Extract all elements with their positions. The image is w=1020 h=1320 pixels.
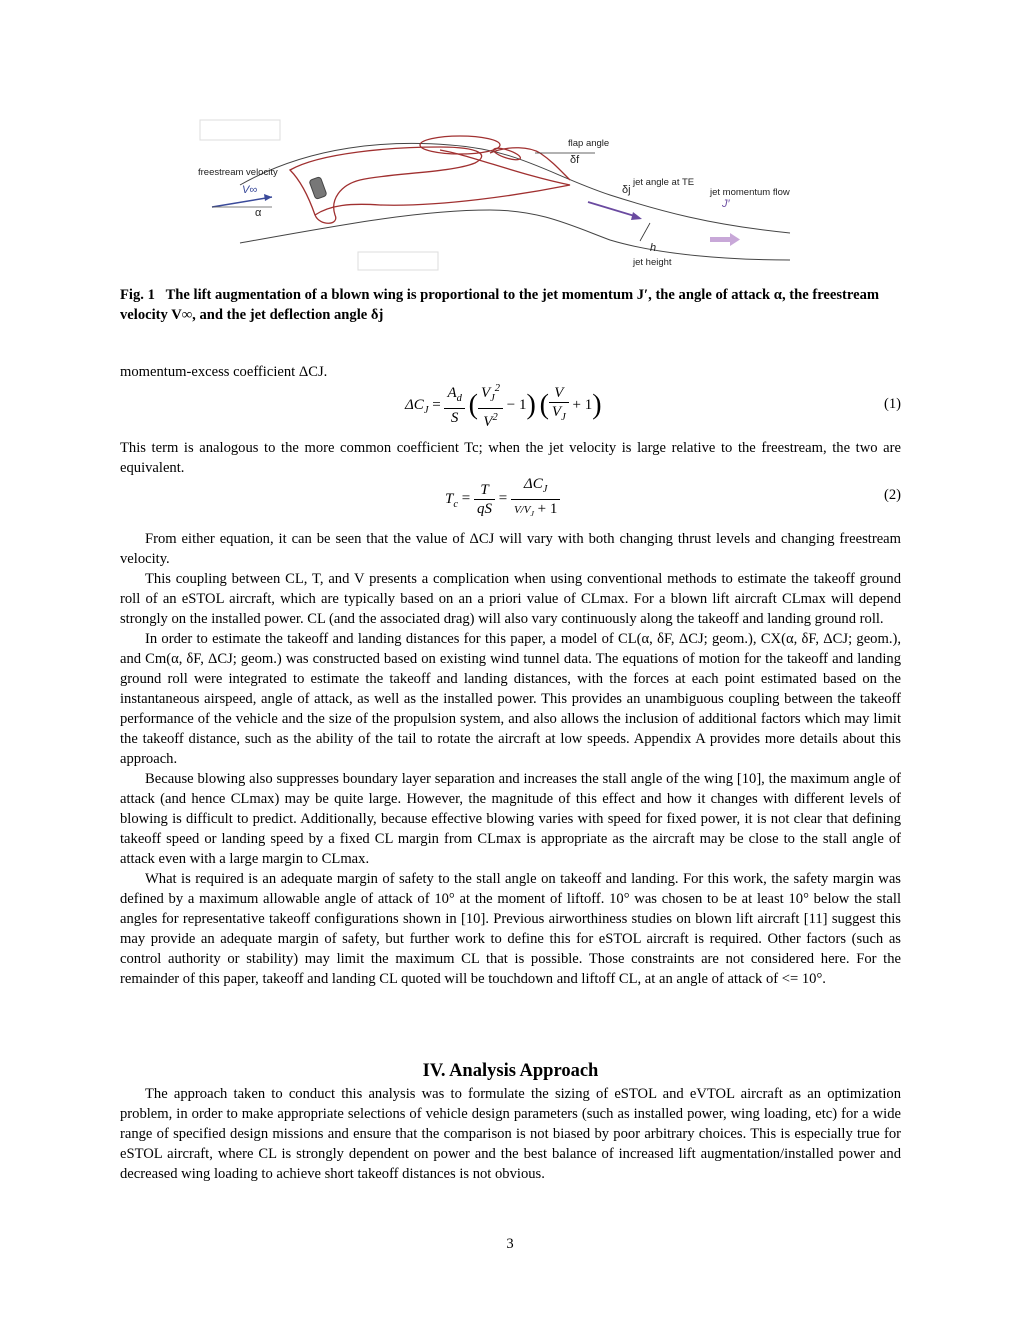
nacelle-outline bbox=[288, 146, 483, 224]
section-heading: IV. Analysis Approach bbox=[422, 1061, 599, 1081]
delta-j-label: δj bbox=[622, 184, 631, 196]
alpha-label: α bbox=[255, 207, 262, 219]
h-label: h bbox=[650, 242, 656, 254]
jet-height-marker bbox=[639, 222, 651, 242]
paragraph-3: This coupling between CL, T, and V prese… bbox=[120, 571, 901, 627]
blank-box-bottom bbox=[357, 251, 439, 271]
jet-momentum-flow-label: jet momentum flow bbox=[709, 187, 790, 198]
jet-arrowhead bbox=[631, 212, 642, 220]
freestream-vector bbox=[211, 196, 273, 208]
blown-wing-diagram: freestream velocity V∞ α flap angle δf j… bbox=[198, 119, 791, 271]
j-prime-label: J′ bbox=[721, 198, 731, 210]
flow-arrow-shaft bbox=[710, 237, 730, 242]
wing-leading-edge bbox=[419, 135, 501, 155]
freestream-velocity-label: freestream velocity bbox=[198, 167, 278, 178]
paragraph-1: This term is analogous to the more commo… bbox=[120, 440, 901, 476]
section-iv-body: The approach taken to conduct this analy… bbox=[120, 1084, 901, 1184]
flow-arrowhead bbox=[730, 233, 740, 246]
lower-streamline bbox=[239, 209, 791, 261]
delta-f-label: δf bbox=[570, 154, 580, 166]
jet-angle-label: jet angle at TE bbox=[632, 177, 694, 188]
equation-1-number: (1) bbox=[883, 396, 901, 412]
blank-box-top bbox=[199, 119, 281, 141]
paragraph-6: What is required is an adequate margin o… bbox=[120, 871, 901, 987]
propeller-hub bbox=[309, 176, 327, 200]
upper-streamline bbox=[239, 142, 791, 234]
caption-text: The lift augmentation of a blown wing is… bbox=[120, 287, 880, 323]
v-inf-label: V∞ bbox=[242, 184, 257, 196]
paragraph-5: Because blowing also suppresses boundary… bbox=[120, 771, 901, 867]
figure-label: Fig. 1 bbox=[120, 287, 155, 303]
paragraph-0: momentum-excess coefficient ΔCJ. bbox=[120, 364, 328, 380]
flap-angle-label: flap angle bbox=[568, 138, 609, 149]
wing-outline bbox=[314, 149, 571, 216]
freestream-arrowhead bbox=[264, 194, 272, 201]
page-number: 3 bbox=[506, 1236, 514, 1252]
jet-height-label: jet height bbox=[632, 257, 672, 268]
paragraph-2: From either equation, it can be seen tha… bbox=[120, 531, 901, 567]
blown-wing-figure: freestream velocity V∞ α flap angle δf j… bbox=[190, 115, 830, 275]
equation-2-number: (2) bbox=[883, 487, 901, 503]
flap-element bbox=[492, 147, 522, 161]
figure-caption: Fig. 1 The lift augmentation of a blown … bbox=[120, 285, 901, 325]
paragraph-analogous: This term is analogous to the more commo… bbox=[120, 438, 901, 478]
paragraph-4: In order to estimate the takeoff and lan… bbox=[120, 631, 901, 767]
section-paragraph-1: The approach taken to conduct this analy… bbox=[120, 1086, 901, 1182]
paragraph-intro: momentum-excess coefficient ΔCJ. bbox=[120, 362, 901, 382]
body-paragraphs: From either equation, it can be seen tha… bbox=[120, 529, 901, 989]
jet-vector bbox=[587, 201, 639, 218]
